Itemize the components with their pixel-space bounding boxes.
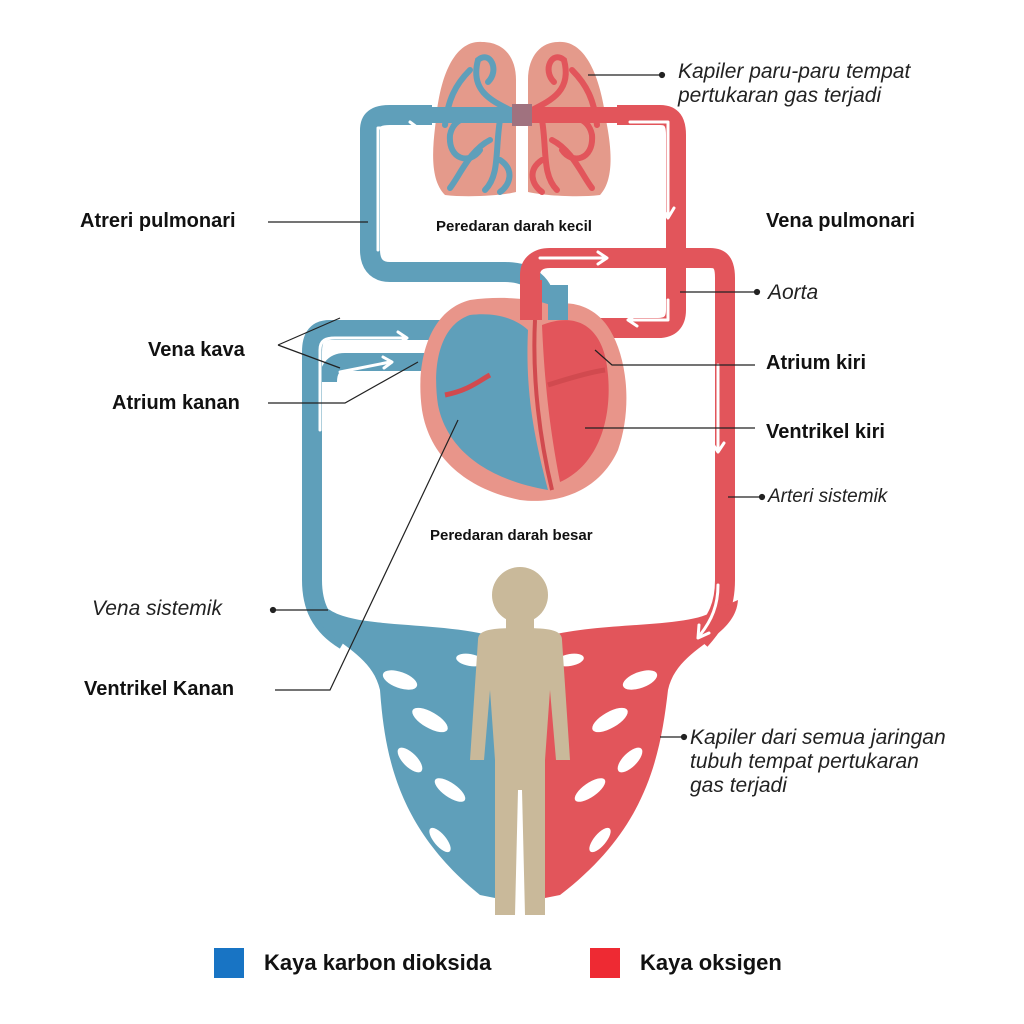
legend-item-co2: Kaya karbon dioksida <box>214 948 491 978</box>
leader-lines <box>268 71 766 741</box>
septum <box>532 319 554 491</box>
label-atreri-pulmonari: Atreri pulmonari <box>80 210 236 232</box>
label-peredaran-kecil: Peredaran darah kecil <box>436 218 592 235</box>
pulmonary-vein-vessel <box>600 105 686 338</box>
valve-left <box>547 367 606 388</box>
legend-label-oxygen: Kaya oksigen <box>640 950 782 975</box>
right-heart-chamber <box>436 314 548 490</box>
label-vena-sistemik: Vena sistemik <box>92 597 222 620</box>
flow-arrows <box>318 120 726 640</box>
label-atrium-kiri: Atrium kiri <box>766 352 867 374</box>
label-aorta: Aorta <box>768 281 819 304</box>
label-ventrikel-kanan: Ventrikel Kanan <box>84 678 235 700</box>
label-ventrikel-kiri: Ventrikel kiri <box>766 421 885 443</box>
label-peredaran-besar: Peredaran darah besar <box>430 527 593 544</box>
body-capillaries <box>312 600 738 900</box>
left-heart-chamber <box>542 320 609 482</box>
label-arteri-sistemik: Arteri sistemik <box>768 486 888 507</box>
label-kapiler-paru: Kapiler paru-paru tempat pertukaran gas … <box>678 60 911 108</box>
heart <box>420 280 627 501</box>
label-vena-pulmonari: Vena pulmonari <box>766 210 915 232</box>
label-atrium-kanan: Atrium kanan <box>112 392 240 414</box>
label-vena-kava: Vena kava <box>148 339 245 361</box>
lungs <box>432 41 617 197</box>
label-kapiler-jaringan: Kapiler dari semua jaringan tubuh tempat… <box>690 726 946 798</box>
valve-right <box>444 372 492 398</box>
legend-swatch-oxygen <box>590 948 620 978</box>
legend-swatch-co2 <box>214 948 244 978</box>
legend-item-oxygen: Kaya oksigen <box>590 948 782 978</box>
legend-label-co2: Kaya karbon dioksida <box>264 950 492 975</box>
human-figure <box>470 567 570 915</box>
vena-cava-inferior <box>319 353 440 383</box>
